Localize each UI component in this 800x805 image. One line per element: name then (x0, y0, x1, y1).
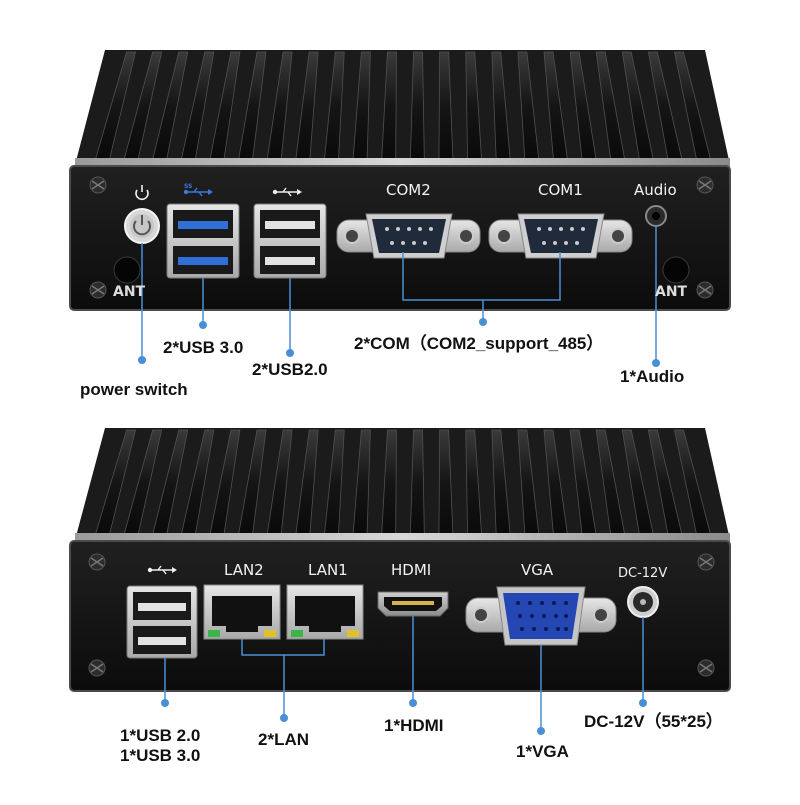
audio-label: Audio (634, 181, 677, 199)
bottom-heatsink (75, 428, 730, 540)
screw-icon (89, 281, 107, 299)
lan2-label: LAN2 (224, 561, 264, 579)
screw-icon (697, 553, 715, 571)
com-callout: 2*COM（COM2_support_485） (354, 334, 604, 353)
usb-callout-line1: 1*USB 2.0 (120, 726, 201, 745)
com2-label: COM2 (386, 181, 431, 199)
top-fins (94, 51, 712, 161)
screw-icon (88, 553, 106, 571)
usb2-port-stack[interactable] (253, 203, 327, 279)
bottom-callout-lines (164, 616, 644, 728)
hdmi-port[interactable] (377, 591, 449, 617)
lan-callout: 2*LAN (258, 730, 310, 749)
antenna-hole-right (662, 256, 690, 284)
power-switch-callout: power switch (80, 380, 188, 399)
bottom-callout-dots (161, 699, 647, 735)
top-device: SS (69, 50, 731, 311)
audio-callout: 1*Audio (620, 367, 685, 386)
power-icon (135, 185, 149, 201)
lan1-port[interactable] (286, 584, 364, 640)
bottom-fins (94, 429, 712, 536)
top-callout-lines (141, 226, 657, 360)
screw-icon (697, 659, 715, 677)
com1-label: COM1 (538, 181, 583, 199)
usb3-callout: 2*USB 3.0 (163, 338, 244, 357)
ant-left-label: ANT (113, 284, 146, 300)
vga-label: VGA (521, 561, 554, 579)
dc-label: DC-12V (618, 566, 668, 581)
svg-text:SS: SS (184, 183, 192, 190)
screw-icon (89, 176, 107, 194)
com1-port[interactable] (488, 213, 633, 259)
hdmi-label: HDMI (391, 561, 432, 579)
lan1-label: LAN1 (308, 561, 348, 579)
vga-port[interactable] (465, 586, 617, 646)
dc-power-jack[interactable] (627, 586, 659, 618)
usb-icon (147, 565, 177, 575)
dc-callout: DC-12V（55*25） (584, 712, 723, 731)
top-callout-dots (138, 318, 660, 367)
screw-icon (696, 176, 714, 194)
com2-port[interactable] (336, 213, 481, 259)
lan2-port[interactable] (203, 584, 281, 640)
screw-icon (88, 659, 106, 677)
vga-callout: 1*VGA (516, 742, 569, 761)
usb2-icon (272, 187, 302, 197)
usb3-icon: SS (183, 183, 213, 197)
power-switch[interactable] (124, 208, 160, 244)
screw-icon (696, 281, 714, 299)
ant-right-label: ANT (655, 284, 688, 300)
usb-callout-line2: 1*USB 3.0 (120, 746, 201, 765)
antenna-hole-left (113, 256, 141, 284)
top-frame-lip (75, 158, 730, 168)
usb2-callout: 2*USB2.0 (252, 360, 328, 379)
bottom-frame-lip (75, 533, 730, 543)
top-heatsink (75, 50, 730, 165)
usb-port-stack[interactable] (126, 585, 198, 659)
bottom-device (69, 428, 731, 692)
usb3-port-stack[interactable] (166, 203, 240, 279)
audio-jack[interactable] (645, 205, 667, 227)
hdmi-callout: 1*HDMI (384, 716, 444, 735)
